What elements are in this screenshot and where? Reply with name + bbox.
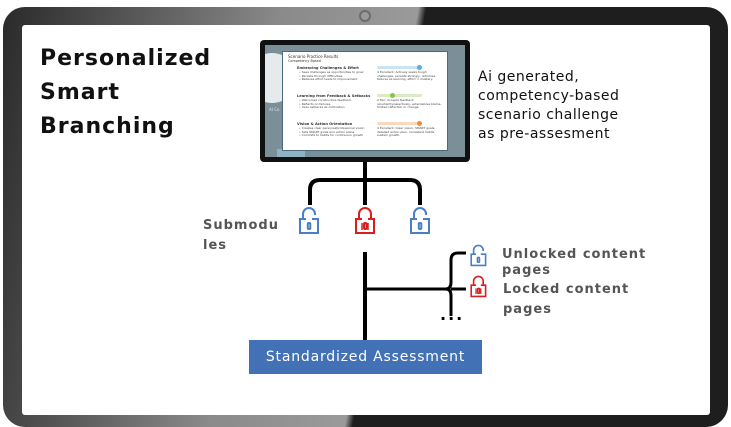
bullet-text: Sees challenges as opportunities to grow xyxy=(301,70,364,74)
rating-description: 2 Fair: Accepts feedback reluctantly/sel… xyxy=(377,98,442,110)
camera-icon xyxy=(359,10,371,22)
dialog-title: Scenario Practice Results xyxy=(288,54,339,59)
rating-bar xyxy=(377,121,422,126)
section-bullet: • Persists through difficulties xyxy=(299,73,343,78)
unlocked-padlock-icon xyxy=(407,205,433,235)
section-bullet: • Sees challenges as opportunities to gr… xyxy=(299,70,364,74)
caption-line: as pre-assesment xyxy=(478,126,611,142)
title-line: Personalized xyxy=(40,46,212,71)
section-bullet: • Reflects on failures xyxy=(299,101,331,106)
unlocked-padlock-icon xyxy=(296,205,322,235)
rating-marker xyxy=(390,93,396,98)
title-line: Smart xyxy=(40,80,120,105)
bullet-text: Welcomes constructive feedback xyxy=(301,98,352,102)
rating-description: 4 Excellent: Clear vision, SMART goals, … xyxy=(377,126,436,138)
rating-bar xyxy=(377,65,422,70)
locked-padlock-icon xyxy=(468,274,489,298)
section-bullet: • Believes effort leads to improvement xyxy=(299,77,358,82)
footer-button xyxy=(277,149,305,157)
dialog-subtitle: Competency Based xyxy=(288,59,321,63)
rating-description: 4 Excellent: Actively seeks tough challe… xyxy=(377,70,436,82)
label-line: les xyxy=(203,238,228,253)
submodules-label: Submodu les xyxy=(203,216,279,256)
rating-bar xyxy=(377,93,422,98)
unlocked-pages-label: Unlocked content pages xyxy=(502,245,646,281)
pages-brace xyxy=(445,251,466,316)
label-line: Unlocked content xyxy=(502,247,647,262)
bullet-text: Persists through difficulties xyxy=(301,73,343,78)
section-bullet: • Commits to habits for continuous growt… xyxy=(299,133,364,138)
bullet-text: Creates clear personal/professional visi… xyxy=(301,126,365,130)
page-title: Personalized Smart Branching xyxy=(40,42,211,144)
caption-line: competency-based xyxy=(478,88,620,104)
branch-connectors xyxy=(308,162,466,342)
more-pages-ellipsis: ... xyxy=(440,305,465,324)
rating-marker xyxy=(417,121,422,126)
section-heading: Learning from Feedback & Setbacks xyxy=(297,94,371,98)
bullet-text: Uses setbacks as motivation xyxy=(301,105,345,110)
results-dialog: Scenario Practice Results Competency Bas… xyxy=(282,51,448,151)
section-bullet: • Welcomes constructive feedback xyxy=(299,98,352,102)
section-heading: Vision & Action Orientation xyxy=(297,122,353,126)
bullet-text: Reflects on failures xyxy=(301,101,331,106)
bullet-text: Commits to habits for continuous growth xyxy=(301,133,364,138)
section-heading: Embracing Challenges & Effort xyxy=(297,66,359,70)
title-line: Branching xyxy=(40,114,175,139)
caption: Ai generated, competency-based scenario … xyxy=(478,68,619,144)
unlocked-padlock-icon xyxy=(468,243,489,267)
section-bullet: • Sets SMART goals and action plans xyxy=(299,129,355,134)
bullet-text: Sets SMART goals and action plans xyxy=(301,129,355,134)
section-bullet: • Creates clear personal/professional vi… xyxy=(299,126,365,130)
bullet-text: Believes effort leads to improvement xyxy=(301,77,358,82)
standardized-assessment-button[interactable]: Standardized Assessment xyxy=(249,340,482,374)
scenario-results-screenshot: AI Co Scenario Practice Results Competen… xyxy=(260,40,470,162)
caption-line: scenario challenge xyxy=(478,107,619,123)
label-line: Locked content xyxy=(503,282,630,297)
label-line: Submodu xyxy=(203,218,279,233)
caption-line: Ai generated, xyxy=(478,69,580,85)
side-label: AI Co xyxy=(269,107,280,112)
label-line: pages xyxy=(503,302,552,317)
locked-pages-label: Locked content pages xyxy=(503,280,629,320)
section-bullet: • Uses setbacks as motivation xyxy=(299,105,345,110)
rating-marker xyxy=(417,65,422,70)
locked-padlock-icon xyxy=(352,205,378,235)
label-line: pages xyxy=(502,263,551,278)
